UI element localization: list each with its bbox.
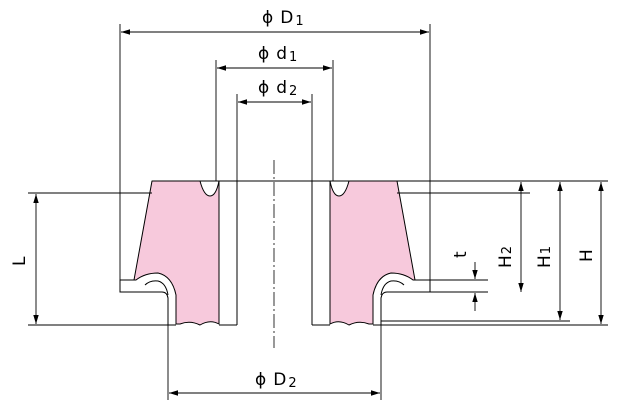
left-seal-section — [133, 180, 220, 326]
label-L: L — [10, 256, 30, 266]
right-seal-section — [329, 180, 416, 326]
label-H1: H1 — [535, 246, 555, 268]
extension-lines — [28, 24, 608, 400]
label-H: H — [577, 249, 597, 262]
body-outline — [119, 180, 431, 326]
label-t: t — [451, 251, 471, 258]
label-H2: H2 — [496, 246, 516, 268]
